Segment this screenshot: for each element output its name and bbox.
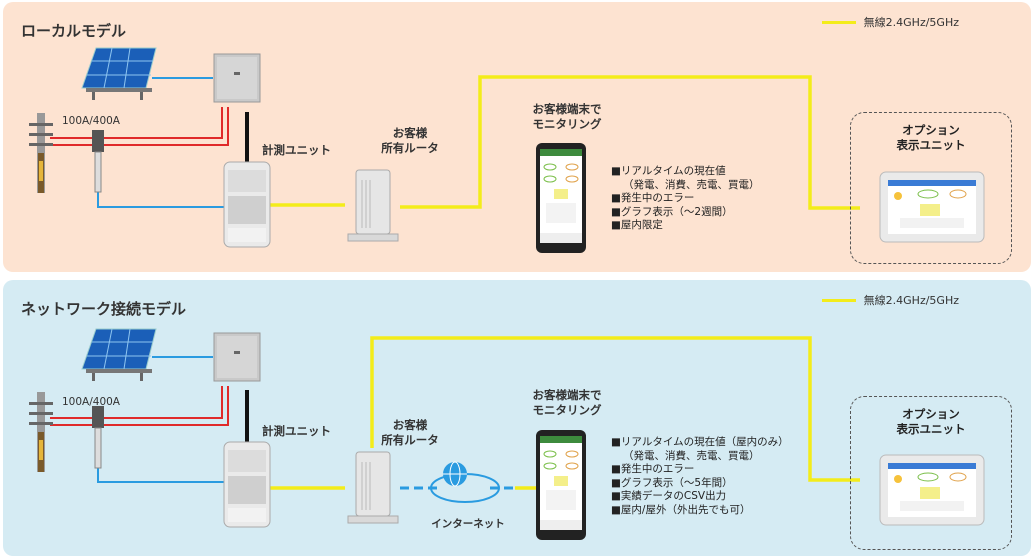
legend-label: 無線2.4GHz/5GHz [863, 294, 959, 307]
net-option-label: オプション 表示ユニット [851, 407, 1011, 437]
net-breaker-label: 100A/400A [62, 396, 120, 408]
net-measurement-unit-label: 計測ユニット [262, 424, 331, 438]
local-wireless-link [270, 75, 860, 210]
feature-item: ■発生中のエラー [611, 463, 695, 475]
local-power-line [50, 107, 223, 139]
internet-label: インターネット [431, 518, 505, 530]
current-sensor-icon [91, 405, 105, 469]
local-option-display-box: オプション 表示ユニット [850, 112, 1012, 264]
feature-item: ■リアルタイムの現在値（屋内のみ） [611, 436, 789, 448]
net-monitoring-label: お客様端末で モニタリング [512, 388, 622, 418]
feature-item: ■屋内/屋外（外出先でも可） [611, 503, 751, 516]
feature-item: （発電、消費、売電、買電） [623, 178, 760, 191]
smartphone-icon [535, 429, 587, 541]
measurement-unit-icon [223, 161, 271, 248]
smartphone-icon [535, 142, 587, 254]
router-label-line1: お客様 [392, 126, 428, 140]
feature-item: ■グラフ表示（～2週間） [611, 205, 733, 218]
power-conditioner-icon [213, 332, 261, 382]
local-measurement-unit-label: 計測ユニット [262, 143, 331, 157]
wireless-legend-swatch [821, 20, 856, 24]
net-wireless-link [270, 336, 860, 490]
measurement-unit-icon [223, 441, 271, 528]
network-model-panel: ネットワーク接続モデル 無線2.4GHz/5GHz [3, 280, 1031, 556]
router-label-line2: 所有ルータ [381, 433, 439, 447]
local-legend: 無線2.4GHz/5GHz [821, 14, 959, 30]
local-feature-list: ■リアルタイムの現在値 （発電、消費、売電、買電） ■発生中のエラー ■グラフ表… [611, 165, 760, 233]
wireless-legend-swatch [821, 298, 856, 302]
monitoring-label-line1: お客様端末で [532, 388, 602, 402]
feature-item: ■グラフ表示（～5年間） [611, 476, 733, 489]
router-label-line1: お客様 [392, 418, 428, 432]
monitoring-label-line2: モニタリング [532, 117, 602, 131]
feature-item: ■リアルタイムの現在値 [611, 165, 726, 177]
router-icon [347, 451, 399, 524]
network-legend: 無線2.4GHz/5GHz [821, 292, 959, 308]
utility-pole-icon [29, 113, 53, 193]
local-router-label: お客様 所有ルータ [376, 126, 444, 156]
monitoring-label-line2: モニタリング [532, 403, 602, 417]
feature-item: （発電、消費、売電、買電） [623, 449, 760, 462]
router-label-line2: 所有ルータ [381, 141, 439, 155]
net-power-line [50, 386, 223, 419]
monitoring-label-line1: お客様端末で [532, 102, 602, 116]
option-label-line2: 表示ユニット [896, 422, 966, 436]
option-label-line1: オプション [902, 123, 960, 137]
feature-item: ■屋内限定 [611, 219, 663, 231]
network-model-title: ネットワーク接続モデル [21, 300, 187, 318]
feature-item: ■実績データのCSV出力 [611, 490, 727, 502]
current-sensor-icon [91, 129, 105, 193]
local-breaker-label: 100A/400A [62, 115, 120, 127]
net-option-display-box: オプション 表示ユニット [850, 396, 1012, 550]
net-feature-list: ■リアルタイムの現在値（屋内のみ） （発電、消費、売電、買電） ■発生中のエラー… [611, 436, 789, 517]
internet-globe-icon [430, 461, 500, 503]
option-label-line2: 表示ユニット [896, 138, 966, 152]
local-wired-ct [97, 190, 225, 208]
legend-label: 無線2.4GHz/5GHz [863, 16, 959, 29]
solar-panel-icon [81, 328, 157, 382]
net-power-line-2 [50, 386, 229, 426]
solar-panel-icon [81, 47, 157, 101]
local-monitoring-label: お客様端末で モニタリング [512, 102, 622, 132]
local-option-label: オプション 表示ユニット [851, 123, 1011, 153]
power-conditioner-icon [213, 53, 261, 103]
feature-item: ■発生中のエラー [611, 192, 695, 204]
local-model-title: ローカルモデル [21, 22, 127, 40]
local-power-line-2 [50, 107, 229, 146]
net-wired-ct [97, 466, 225, 483]
utility-pole-icon [29, 392, 53, 472]
option-label-line1: オプション [902, 407, 960, 421]
router-icon [347, 169, 399, 242]
net-router-label: お客様 所有ルータ [376, 418, 444, 448]
